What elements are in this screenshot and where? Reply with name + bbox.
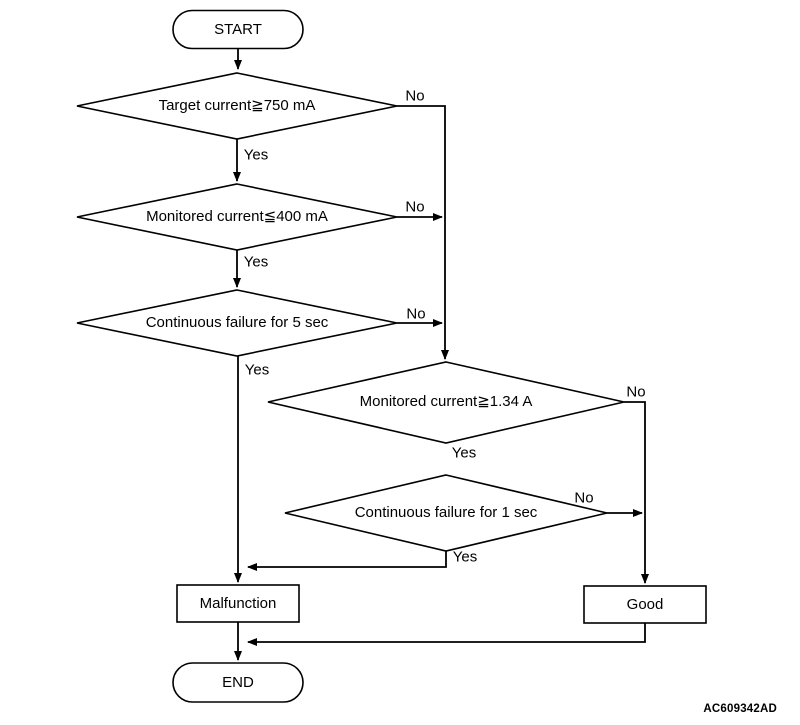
decision1-no-label: No	[405, 87, 425, 105]
decision1-diamond	[76, 72, 398, 140]
connector-decision5-yes-to-malfunction	[247, 551, 447, 571]
good-label: Good	[626, 595, 664, 613]
decision2-diamond	[76, 183, 398, 251]
decision3-yes-label: Yes	[244, 361, 270, 379]
connector-decision1-no-to-decision4	[397, 105, 449, 360]
decision4-diamond	[267, 361, 625, 444]
decision1-yes-label: Yes	[243, 146, 269, 164]
decision4-yes-label: Yes	[451, 444, 477, 462]
malfunction-process-shape	[176, 584, 300, 623]
start-label: START	[214, 20, 262, 38]
decision5-label: Continuous failure for 1 sec	[354, 503, 538, 521]
decision5-no-label: No	[574, 489, 594, 507]
decision2-no-label: No	[405, 198, 425, 216]
decision2-yes-label: Yes	[243, 253, 269, 271]
start-terminator-shape	[172, 9, 304, 50]
decision5-yes-label: Yes	[452, 548, 478, 566]
decision3-no-label: No	[406, 305, 426, 323]
end-terminator-shape	[172, 662, 304, 703]
malfunction-label: Malfunction	[199, 594, 277, 612]
figure-code-watermark: AC609342AD	[703, 703, 777, 715]
good-process-shape	[583, 585, 707, 624]
decision3-diamond	[76, 289, 398, 357]
end-label: END	[222, 673, 254, 691]
connector-good-to-end-merge	[247, 623, 646, 646]
decision4-no-label: No	[626, 383, 646, 401]
decision5-diamond	[284, 474, 608, 552]
decision2-label: Monitored current≦400 mA	[146, 207, 328, 225]
connector-decision4-no-to-good	[624, 401, 649, 584]
decision3-label: Continuous failure for 5 sec	[145, 313, 329, 331]
decision1-label: Target current≧750 mA	[158, 96, 316, 114]
decision4-label: Monitored current≧1.34 A	[359, 392, 533, 410]
